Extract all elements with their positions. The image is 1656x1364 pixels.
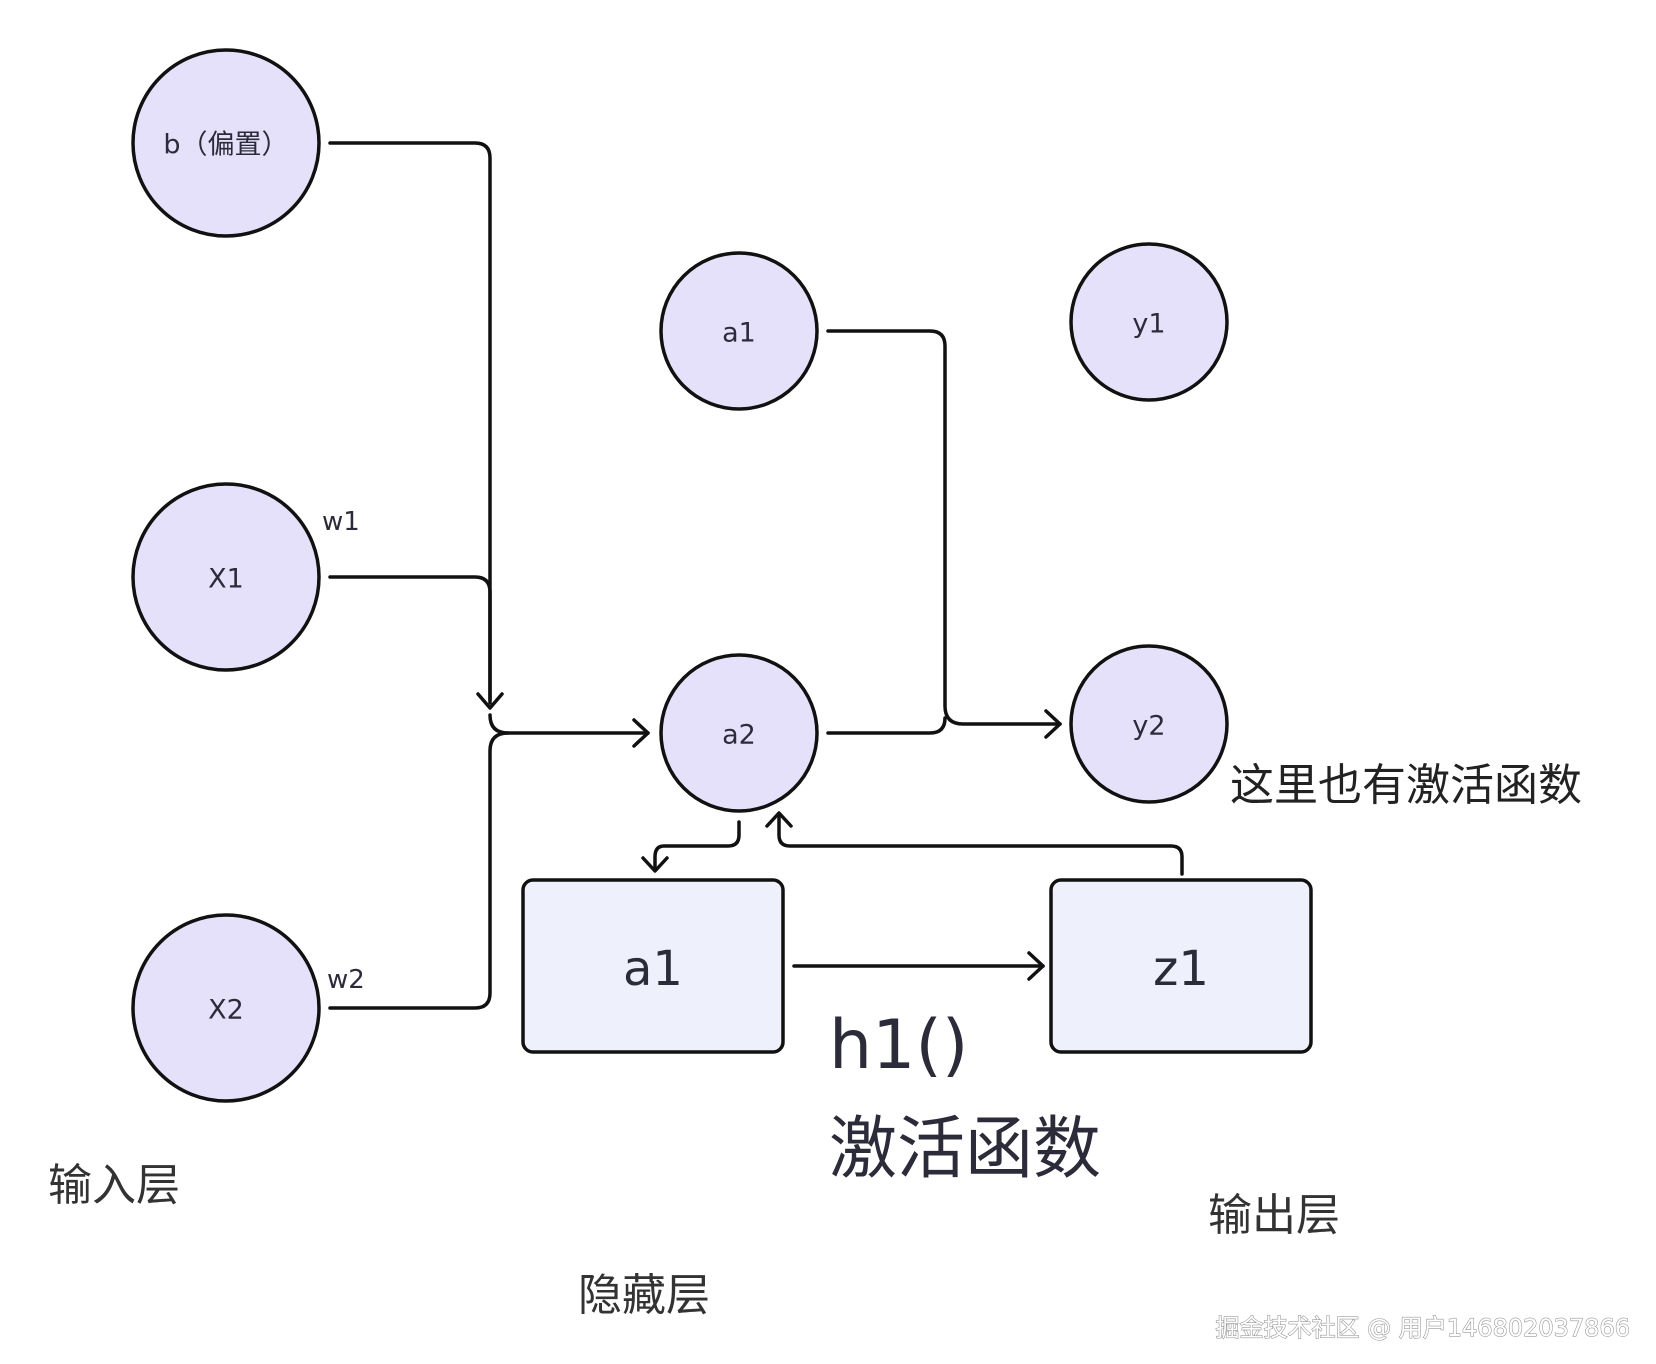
node-bias: b（偏置） bbox=[131, 48, 321, 238]
layer-input-label: 输入层 bbox=[48, 1160, 180, 1211]
box-a1: a1 bbox=[521, 878, 785, 1054]
edge-a1-to-y2 bbox=[826, 329, 1062, 726]
layer-output-label: 输出层 bbox=[1208, 1190, 1340, 1241]
node-y2-label: y2 bbox=[1132, 711, 1165, 742]
node-bias-label: b（偏置） bbox=[163, 130, 288, 161]
edge-box-z1-to-a2 bbox=[777, 813, 1184, 876]
edge-a2-to-box-a1 bbox=[653, 820, 741, 872]
node-a1-label: a1 bbox=[722, 318, 756, 349]
arrowhead-box-z1 bbox=[1027, 951, 1045, 981]
node-x1-label: X1 bbox=[208, 564, 244, 595]
weight-w1-label: w1 bbox=[322, 507, 360, 537]
arrowhead-y2-input bbox=[1044, 709, 1062, 739]
node-y2: y2 bbox=[1069, 644, 1229, 804]
weight-w2-label: w2 bbox=[327, 965, 365, 995]
node-a1: a1 bbox=[659, 251, 819, 411]
node-x2: X2 bbox=[131, 913, 321, 1103]
arrowhead-bias-bus bbox=[476, 692, 504, 710]
node-a2-label: a2 bbox=[722, 720, 756, 751]
activation-label: 激活函数 bbox=[829, 1110, 1101, 1189]
node-y1-label: y1 bbox=[1132, 309, 1165, 340]
node-x2-label: X2 bbox=[208, 995, 244, 1026]
layer-hidden-label: 隐藏层 bbox=[578, 1270, 710, 1321]
activation-function-label: h1() bbox=[829, 1006, 968, 1085]
edge-a2-to-y2 bbox=[826, 716, 947, 735]
arrowhead-a2-input bbox=[632, 718, 650, 748]
arrowhead-a2-feedback bbox=[765, 811, 793, 828]
node-y1: y1 bbox=[1069, 242, 1229, 402]
box-z1: z1 bbox=[1049, 878, 1313, 1054]
edge-x1-to-a2 bbox=[328, 575, 492, 702]
watermark: 掘金技术社区 @ 用户146802037866 bbox=[1216, 1314, 1631, 1342]
arrowhead-box-a1 bbox=[641, 856, 669, 873]
node-x1: X1 bbox=[131, 482, 321, 672]
edge-bias-to-a2 bbox=[328, 141, 492, 705]
edge-junction-to-a2 bbox=[488, 713, 650, 735]
box-a1-label: a1 bbox=[623, 941, 683, 997]
edge-x2-to-a2 bbox=[328, 731, 510, 1010]
node-a2: a2 bbox=[659, 653, 819, 813]
box-z1-label: z1 bbox=[1153, 941, 1209, 997]
output-activation-note: 这里也有激活函数 bbox=[1230, 760, 1582, 811]
